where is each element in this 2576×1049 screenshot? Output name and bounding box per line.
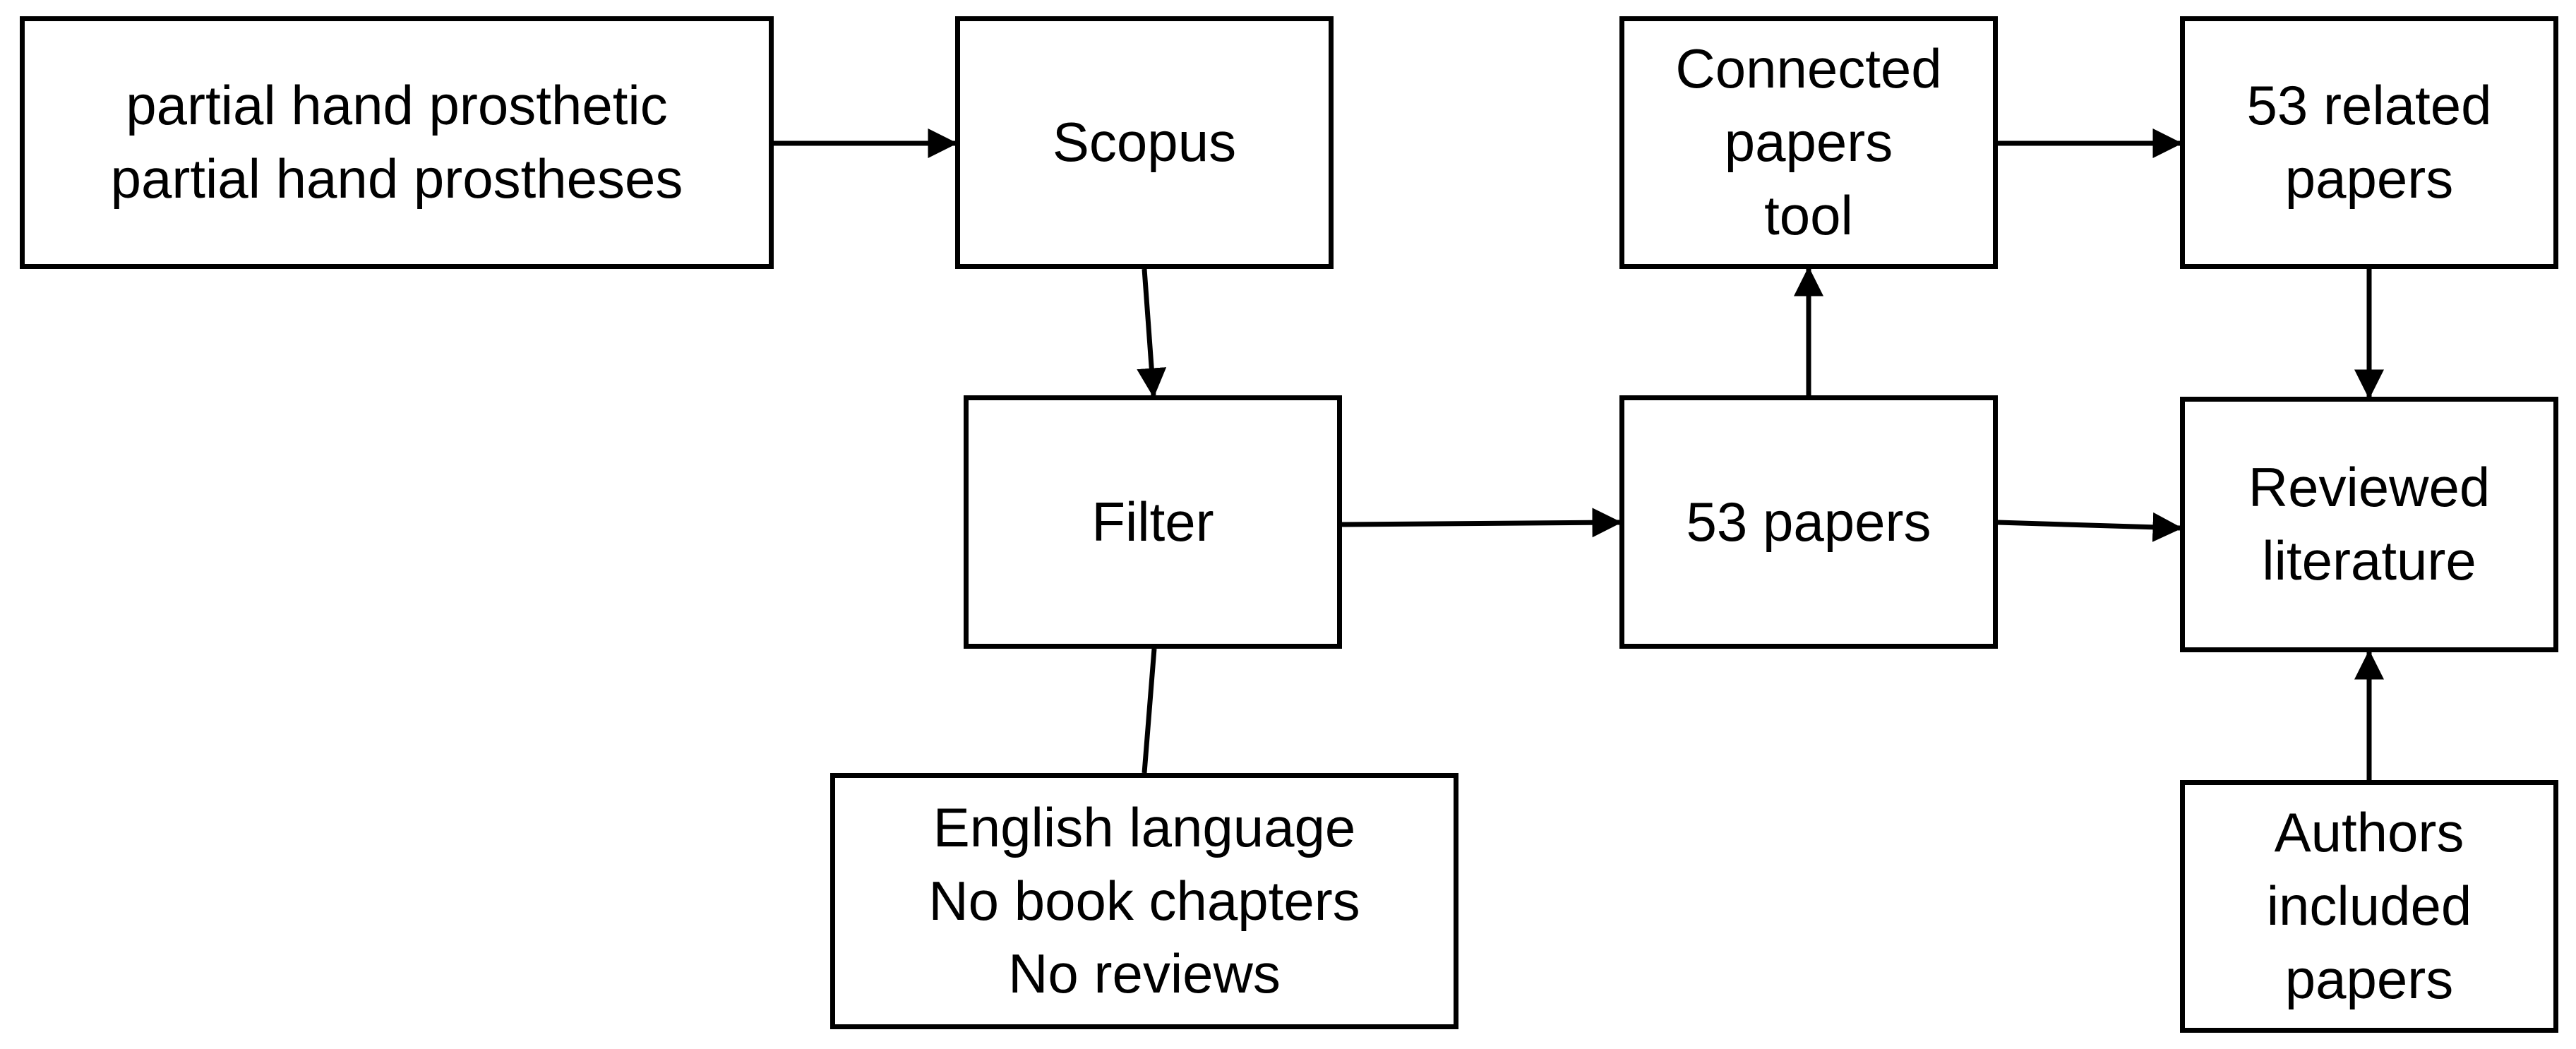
arrow-papers-to-reviewed — [1997, 512, 2183, 542]
connected-papers-tool-label: Connected papers tool — [1675, 37, 1942, 246]
related-papers-label: 53 related papers — [2246, 74, 2492, 210]
filter-box: Filter — [964, 395, 1342, 649]
reviewed-literature-box: Reviewed literature — [2180, 397, 2558, 652]
search-keywords-box: partial hand prosthetic partial hand pro… — [20, 16, 774, 269]
line-filter-to-criteria — [1142, 648, 1157, 774]
reviewed-literature-label: Reviewed literature — [2248, 456, 2491, 592]
scopus-label: Scopus — [1052, 111, 1237, 174]
authors-included-papers-label: Authors included papers — [2266, 801, 2472, 1010]
connected-papers-tool-box: Connected papers tool — [1619, 16, 1998, 269]
filter-criteria-box: English language No book chapters No rev… — [830, 773, 1458, 1029]
arrow-scopus-to-filter — [1137, 268, 1167, 398]
authors-included-papers-box: Authors included papers — [2180, 780, 2558, 1033]
papers-box: 53 papers — [1619, 395, 1998, 649]
arrow-filter-to-papers — [1341, 508, 1622, 538]
related-papers-box: 53 related papers — [2180, 16, 2558, 269]
papers-label: 53 papers — [1686, 490, 1931, 553]
search-keywords-label: partial hand prosthetic partial hand pro… — [110, 74, 683, 210]
scopus-box: Scopus — [955, 16, 1334, 269]
filter-criteria-label: English language No book chapters No rev… — [928, 796, 1360, 1005]
filter-label: Filter — [1091, 490, 1214, 553]
